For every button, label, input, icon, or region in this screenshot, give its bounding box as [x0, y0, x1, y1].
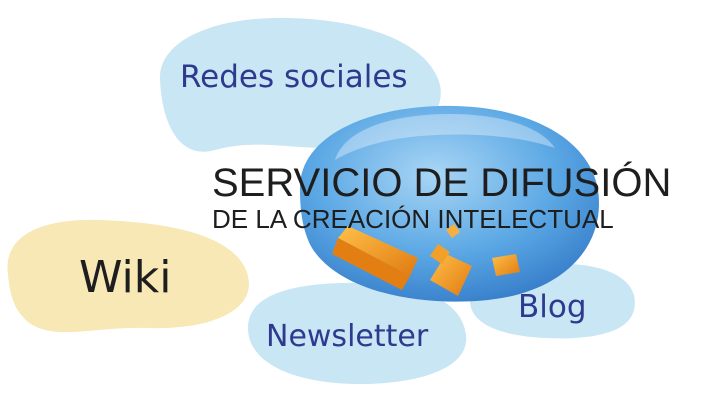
- redes-sociales-label: Redes sociales: [180, 59, 408, 95]
- orange-block-small-2: [492, 254, 520, 276]
- orange-block-small-1: [430, 244, 450, 264]
- title-line-1: SERVICIO DE DIFUSIÓN: [212, 161, 672, 205]
- blog-label: Blog: [518, 289, 587, 325]
- bubble-wiki: [7, 219, 249, 333]
- orange-block-large: [338, 226, 418, 276]
- title-line-2: DE LA CREACIÓN INTELECTUAL: [212, 204, 614, 234]
- orange-block-tiny: [446, 224, 460, 238]
- wiki-label: Wiki: [79, 252, 172, 303]
- logo-highlight: [335, 114, 555, 160]
- newsletter-label: Newsletter: [266, 319, 429, 354]
- bubble-newsletter: [247, 282, 467, 384]
- orange-block-medium: [430, 254, 472, 296]
- orange-block-large-face: [332, 238, 410, 290]
